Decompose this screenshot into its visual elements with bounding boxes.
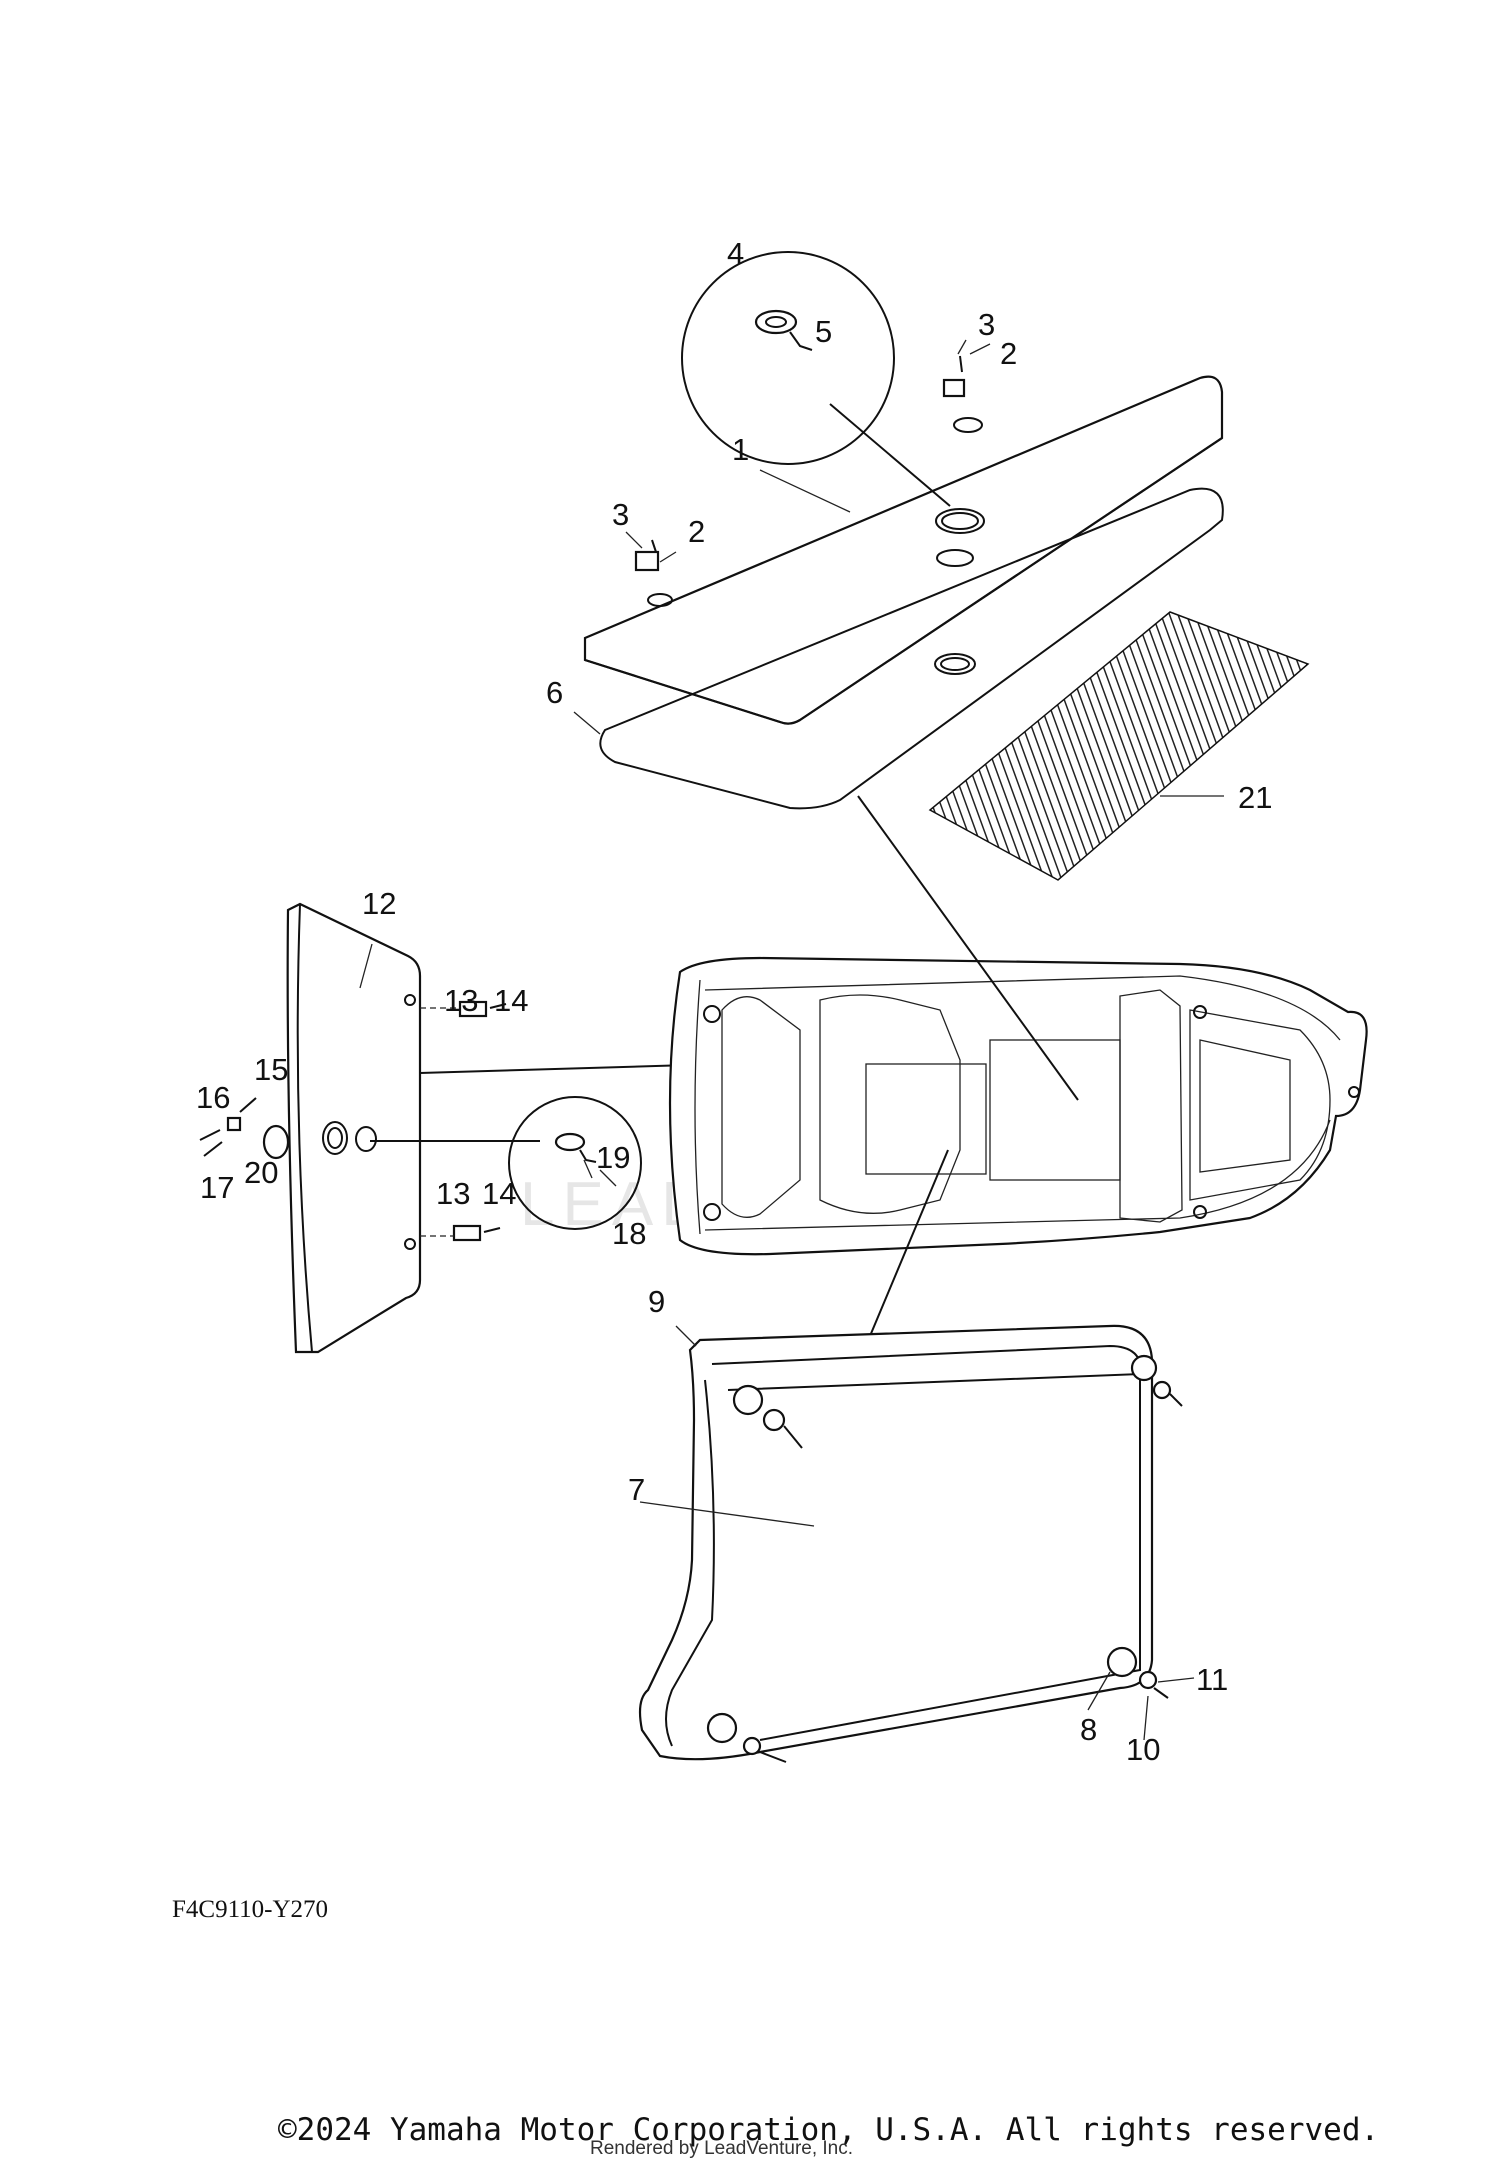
hatched-mat <box>928 611 1310 881</box>
callout-16: 16 <box>196 1080 230 1115</box>
callout-17: 17 <box>200 1170 234 1205</box>
callout-10: 10 <box>1126 1732 1160 1767</box>
diagram-reference-code: F4C9110-Y270 <box>172 1896 329 1923</box>
transom-panel <box>286 902 422 1354</box>
callout-9: 9 <box>648 1284 665 1319</box>
transom-hinge-lower <box>420 1224 501 1242</box>
drain-plug-parts <box>199 1097 290 1160</box>
hinge-bracket-left <box>634 539 660 572</box>
callout-18: 18 <box>612 1216 646 1251</box>
callout-3-left: 3 <box>612 497 629 532</box>
copyright-notice: ©2024 Yamaha Motor Corporation, U.S.A. A… <box>278 2112 1380 2148</box>
storage-cover <box>638 1324 1183 1763</box>
callout-21: 21 <box>1238 780 1272 815</box>
callout-6: 6 <box>546 675 563 710</box>
callout-11: 11 <box>1196 1662 1228 1697</box>
hinge-bracket-right <box>942 355 966 398</box>
transom-hinge-upper <box>420 1000 507 1018</box>
callout-12: 12 <box>362 886 396 921</box>
callout-14-lower: 14 <box>482 1176 516 1211</box>
hatch-lid <box>583 375 1224 725</box>
callout-14-upper: 14 <box>494 983 528 1018</box>
rendered-by-notice: Rendered by LeadVenture, Inc. <box>590 2138 854 2159</box>
boat-hull <box>668 956 1368 1256</box>
callout-7: 7 <box>628 1472 645 1507</box>
detail-circle-lower <box>508 1096 642 1230</box>
callout-3-top: 3 <box>978 307 995 342</box>
callout-1: 1 <box>732 432 749 467</box>
detail-circle-top <box>681 251 951 507</box>
callout-5: 5 <box>815 314 832 349</box>
callout-labels: 4 5 3 2 1 3 2 6 21 12 13 14 15 16 20 17 … <box>196 236 1272 1767</box>
hatch-seal <box>599 487 1224 810</box>
callout-2-left: 2 <box>688 514 705 549</box>
callout-leaders <box>359 339 1224 1741</box>
callout-2-top: 2 <box>1000 336 1017 371</box>
callout-15: 15 <box>254 1052 288 1087</box>
callout-20: 20 <box>244 1155 278 1190</box>
callout-4: 4 <box>727 236 744 271</box>
callout-8: 8 <box>1080 1712 1097 1747</box>
callout-13-upper: 13 <box>444 983 478 1018</box>
callout-19: 19 <box>596 1140 630 1175</box>
callout-13-lower: 13 <box>436 1176 470 1211</box>
